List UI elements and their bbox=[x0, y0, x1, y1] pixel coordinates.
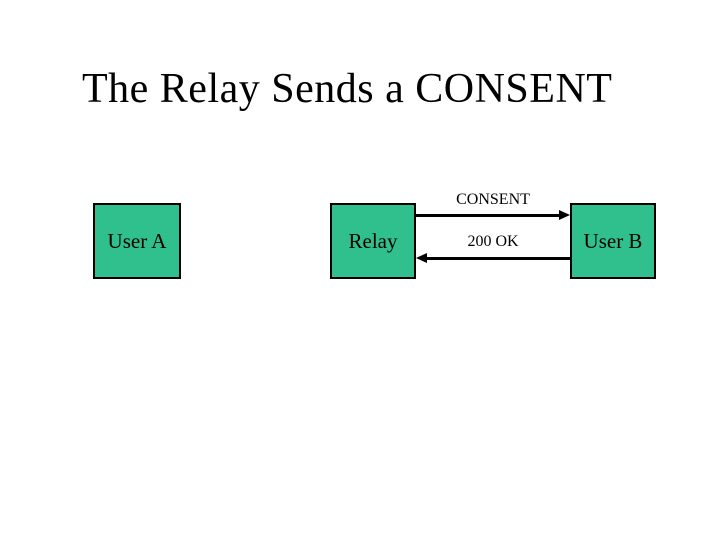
node-relay: Relay bbox=[330, 203, 416, 279]
arrow-line bbox=[427, 256, 570, 260]
ok-arrow bbox=[416, 253, 570, 263]
node-user-b-label: User B bbox=[583, 228, 643, 253]
node-user-a-label: User A bbox=[107, 228, 167, 253]
arrow-left-icon bbox=[416, 253, 427, 263]
arrow-right-icon bbox=[559, 210, 570, 220]
consent-arrow bbox=[416, 210, 570, 220]
arrow-line bbox=[416, 213, 559, 217]
node-relay-label: Relay bbox=[348, 228, 398, 253]
slide-title: The Relay Sends a CONSENT bbox=[82, 66, 613, 112]
node-user-b: User B bbox=[570, 203, 656, 279]
node-user-a: User A bbox=[93, 203, 181, 279]
consent-message-label: CONSENT bbox=[456, 191, 530, 208]
ok-message-label: 200 OK bbox=[467, 233, 519, 250]
